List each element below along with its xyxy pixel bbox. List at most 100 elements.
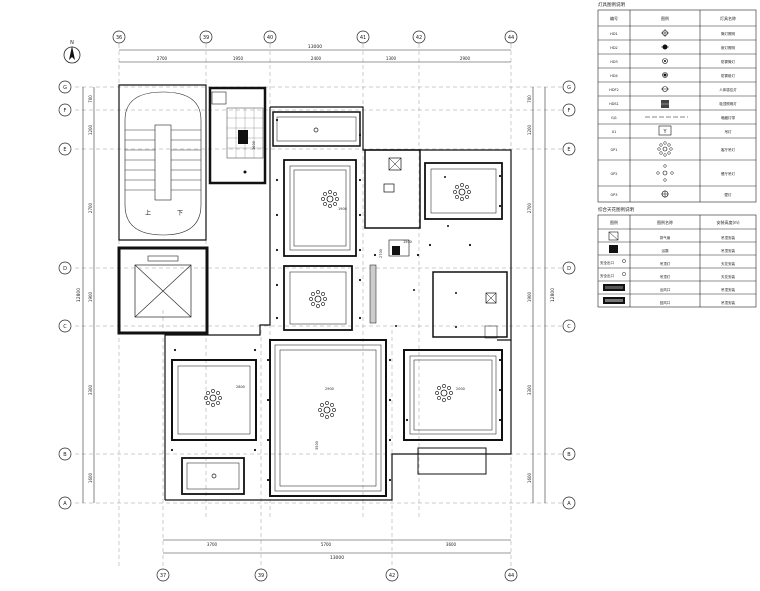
ceiling-panel bbox=[283, 159, 357, 257]
dining-pendant-symbol-icon bbox=[656, 164, 674, 182]
left-dim-seg: 1600 bbox=[88, 472, 93, 483]
legend1-code: HD1 bbox=[610, 32, 618, 36]
legend1-code: GP2 bbox=[610, 172, 617, 176]
left-dim-seg: 700 bbox=[88, 95, 93, 103]
ceiling-legend: 综合天花图例说明 图例 图例名称 安装高度(m) 安全出口 安全出口 排气扇 浴… bbox=[597, 206, 757, 308]
downlight-dots bbox=[170, 118, 502, 482]
legend2-height: 吊顶安装 bbox=[721, 287, 735, 292]
top-dim-seg: 2900 bbox=[460, 56, 471, 61]
left-total-dimension: 12800 bbox=[76, 288, 82, 302]
legend1-name: 防雾射灯 bbox=[721, 73, 735, 78]
ceiling-light-symbol-icon bbox=[661, 100, 669, 108]
top-dim-seg: 2700 bbox=[157, 56, 168, 61]
legend2-name: 排气扇 bbox=[660, 235, 671, 240]
right-dimension-chain: 700 1200 2700 1900 3300 1600 12800 bbox=[527, 87, 556, 503]
right-dim-seg: 2700 bbox=[527, 202, 532, 213]
right-dim-seg: 3300 bbox=[527, 384, 532, 395]
plan-dim-label: 2000 bbox=[456, 387, 465, 391]
legend2-label: 安全出口 bbox=[600, 273, 614, 278]
ceiling-panel bbox=[403, 349, 503, 441]
legend1-code: HDS1 bbox=[609, 102, 619, 106]
axis-bubble-label: C bbox=[63, 324, 67, 330]
axis-bubble-label: 44 bbox=[508, 573, 514, 579]
legend1-code: HD3 bbox=[610, 60, 618, 64]
axis-bubble-label: B bbox=[567, 452, 571, 458]
pendant-light-icon bbox=[309, 290, 327, 308]
plan-dim-label: 2900 bbox=[325, 387, 334, 391]
axis-bubble-label: A bbox=[567, 501, 571, 507]
right-dim-seg: 1900 bbox=[527, 291, 532, 302]
legend2-height: 吊顶安装 bbox=[721, 248, 735, 253]
left-dim-seg: 1200 bbox=[88, 124, 93, 135]
bottom-dimension-chain: 3700 5700 3600 13000 bbox=[163, 539, 511, 561]
top-total-dimension: 13000 bbox=[308, 44, 322, 50]
legend1-name: 人体感应灯 bbox=[719, 87, 737, 92]
plan-dim-label: 2800 bbox=[236, 385, 245, 389]
legend2-height: 天花安装 bbox=[721, 261, 735, 266]
motion-light-symbol-icon bbox=[661, 86, 669, 92]
right-total-dimension: 12800 bbox=[550, 288, 556, 302]
axis-bubble-label: G bbox=[63, 85, 67, 91]
legend2-header: 安装高度(m) bbox=[716, 219, 739, 225]
compass-label: N bbox=[70, 40, 74, 46]
chandelier-symbol-icon: Y bbox=[658, 125, 672, 136]
legend1-name: 客厅吊灯 bbox=[721, 147, 735, 152]
legend2-name: 吊顶灯 bbox=[660, 261, 671, 266]
top-dimension-chain: 13000 2700 1950 2400 1300 2900 bbox=[119, 44, 511, 63]
pendant-light-icon bbox=[318, 401, 336, 419]
bottom-total-dimension: 13000 bbox=[330, 555, 344, 561]
legend1-name: 壁灯 bbox=[725, 192, 733, 197]
legend1-name: 暗藏灯带 bbox=[721, 115, 735, 120]
legend2-title: 综合天花图例说明 bbox=[598, 206, 634, 213]
moisture-downlight-symbol-icon bbox=[662, 58, 668, 64]
pendant-light-icon bbox=[453, 183, 471, 201]
bottom-dim-seg: 3700 bbox=[207, 542, 218, 547]
legend1-header: 图例 bbox=[661, 15, 669, 21]
axis-bubble-label: 37 bbox=[160, 573, 166, 579]
downlight-symbol-icon bbox=[661, 29, 669, 37]
axis-bubble-label: 42 bbox=[389, 573, 395, 579]
axis-bubble-label: D bbox=[567, 266, 571, 272]
left-dim-seg: 3300 bbox=[88, 384, 93, 395]
top-dim-seg: 2400 bbox=[311, 56, 322, 61]
legend2-height: 天花安装 bbox=[721, 274, 735, 279]
legend2-name: 浴霸 bbox=[662, 248, 670, 253]
axis-bubble-label: 42 bbox=[416, 35, 422, 41]
legend2-name: 吊顶灯 bbox=[660, 274, 671, 279]
moisture-spotlight-symbol-icon bbox=[662, 72, 668, 78]
plan-dim-label: 1900 bbox=[338, 207, 347, 211]
axis-bubble-label: G bbox=[567, 85, 571, 91]
left-dim-seg: 2700 bbox=[88, 202, 93, 213]
legend2-name: 回风口 bbox=[660, 301, 671, 305]
pendant-light-icon bbox=[435, 384, 453, 402]
top-dim-seg: 1300 bbox=[386, 56, 397, 61]
axis-bubble-label: 44 bbox=[508, 35, 514, 41]
legend2-name: 出风口 bbox=[660, 287, 671, 292]
ceiling-panel bbox=[283, 265, 353, 331]
axis-bubble-label: D bbox=[63, 266, 67, 272]
axis-bubble-label: 40 bbox=[267, 35, 273, 41]
right-dim-seg: 1600 bbox=[527, 472, 532, 483]
legend1-name: 吊灯 bbox=[725, 129, 733, 134]
axis-bubble-label: 41 bbox=[360, 35, 366, 41]
plan-dim-label: 2700 bbox=[379, 249, 383, 258]
legend2-height: 吊顶安装 bbox=[721, 300, 735, 305]
legend2-header: 图例 bbox=[610, 219, 618, 225]
legend1-code: GP3 bbox=[610, 193, 617, 197]
bathroom-ceiling bbox=[208, 86, 267, 185]
svg-text:Y: Y bbox=[662, 129, 667, 135]
right-dim-seg: 1200 bbox=[527, 124, 532, 135]
stair-down-label: 下 bbox=[177, 210, 183, 217]
floor-plan: 上 下 bbox=[117, 84, 512, 501]
legend1-name: 餐厅吊灯 bbox=[721, 171, 735, 176]
legend1-code: HDF2 bbox=[609, 88, 619, 92]
left-dim-seg: 1900 bbox=[88, 291, 93, 302]
return-vent-symbol-icon bbox=[603, 297, 625, 304]
right-dim-seg: 700 bbox=[527, 95, 532, 103]
legend1-code: GP1 bbox=[610, 148, 617, 152]
legend2-header: 图例名称 bbox=[657, 219, 673, 225]
plan-dim-label: 1500 bbox=[403, 240, 412, 244]
pendant-light-icon bbox=[204, 389, 222, 407]
axis-bubble-label: E bbox=[567, 147, 570, 153]
